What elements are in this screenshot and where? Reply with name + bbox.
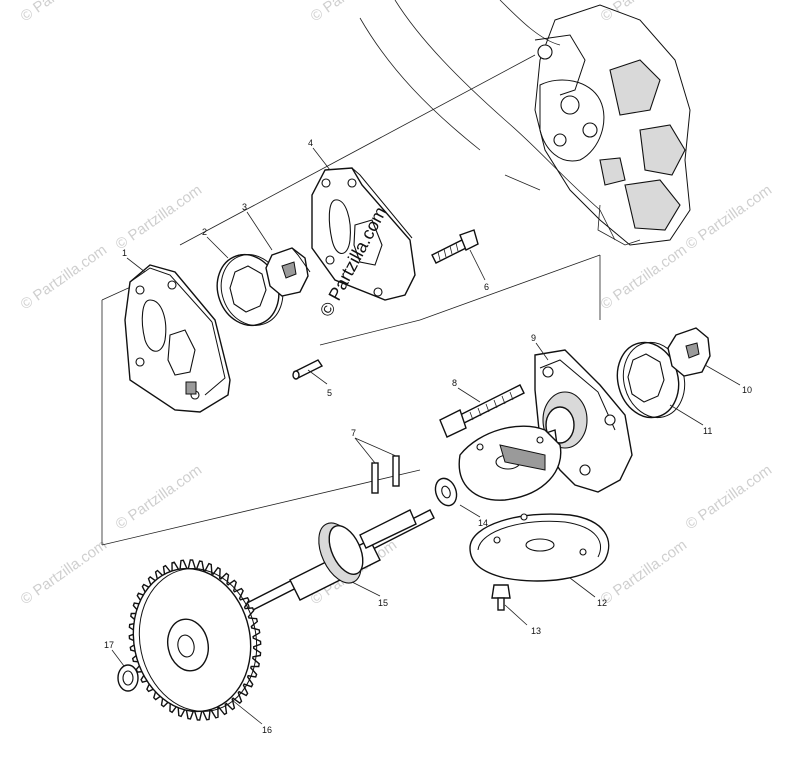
callout-11: 11 [703, 426, 712, 436]
callout-2: 2 [202, 227, 207, 237]
callout-5: 5 [327, 388, 332, 398]
watermark-tile: © Partzilla.com [308, 0, 401, 25]
watermark-tile: © Partzilla.com [598, 241, 691, 313]
callout-14: 14 [478, 518, 488, 528]
callout-leaders [111, 147, 741, 725]
callout-15: 15 [378, 598, 388, 608]
long-bolt-part-8 [439, 384, 525, 438]
callout-9: 9 [531, 333, 536, 343]
assembly-guide-lines [101, 54, 601, 546]
bolt-part-6 [431, 229, 479, 264]
callout-1: 1 [122, 248, 127, 258]
watermark-tile: © Partzilla.com [18, 241, 111, 313]
watermark-tile: © Partzilla.com [113, 181, 206, 253]
shaft-part-15 [242, 509, 435, 614]
callout-13: 13 [531, 626, 541, 636]
inner-rotor-part-10 [667, 327, 711, 377]
callout-7: 7 [351, 428, 356, 438]
screw-part-13 [491, 584, 511, 611]
watermark-tile: © Partzilla.com [683, 181, 776, 253]
strainer-screen-part-12 [469, 513, 610, 582]
gear-part-16 [128, 559, 262, 721]
watermark-tile: © Partzilla.com [18, 536, 111, 608]
dowel-pin-part-5 [292, 359, 324, 380]
outer-rotor-part-2 [216, 253, 284, 327]
pins-part-7 [354, 437, 400, 494]
watermark-tile: © Partzilla.com [683, 461, 776, 533]
inner-rotor-part-3-upper [265, 247, 311, 297]
callout-8: 8 [452, 378, 457, 388]
washer-part-14 [434, 477, 458, 507]
watermark-tile: © Partzilla.com [598, 0, 691, 25]
pump-body-part-1 [124, 264, 231, 413]
watermark-tile: © Partzilla.com [113, 461, 206, 533]
callout-16: 16 [262, 725, 272, 735]
callout-12: 12 [597, 598, 607, 608]
watermark-tile: © Partzilla.com [598, 536, 691, 608]
washer-part-17 [117, 664, 139, 692]
watermark-tile: © Partzilla.com [18, 0, 111, 25]
callout-17: 17 [104, 640, 114, 650]
callout-3-upper: 3 [242, 202, 247, 212]
callout-6: 6 [484, 282, 489, 292]
callout-4: 4 [308, 138, 313, 148]
pump-plate-part-14 [458, 425, 562, 501]
cover-plate-part-4 [311, 167, 416, 301]
callout-labels: 1 2 3 4 5 6 7 8 9 10 11 12 13 14 15 16 1… [104, 138, 752, 735]
crankcase-outline [359, 0, 691, 246]
callout-10: 10 [742, 385, 752, 395]
